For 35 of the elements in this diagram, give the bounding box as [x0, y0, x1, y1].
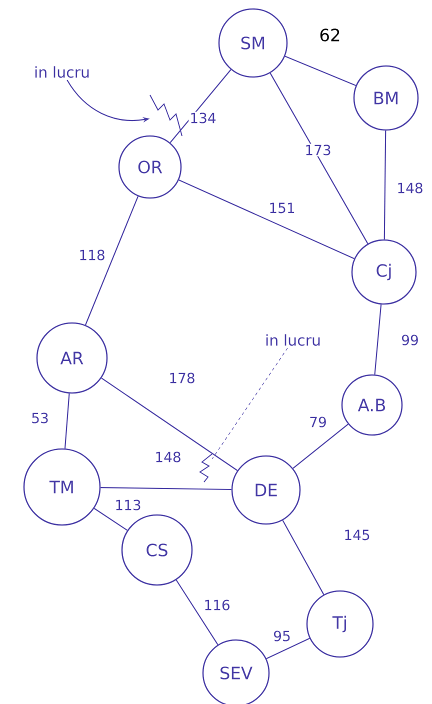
- annotation-text: in lucru: [266, 334, 320, 346]
- road-line: [64, 394, 70, 449]
- edge-label: 53: [30, 412, 50, 424]
- edge-label: 79: [308, 416, 328, 428]
- road-line: [94, 508, 128, 531]
- road-line: [282, 520, 324, 595]
- edge-label: 151: [268, 202, 296, 214]
- road-line: [101, 378, 238, 471]
- road-line: [176, 580, 218, 645]
- edge-label: 148: [154, 450, 182, 464]
- edge-label: 148: [396, 182, 424, 194]
- break-mark: [150, 94, 182, 136]
- edge-label: 99: [400, 334, 420, 346]
- edge-label: 134: [188, 112, 218, 124]
- edge-label: 178: [168, 372, 196, 384]
- road-line: [384, 130, 386, 240]
- road-line: [84, 196, 139, 326]
- road-line: [178, 179, 354, 260]
- edge-label: 173: [304, 144, 332, 156]
- road-line: [284, 56, 356, 86]
- road-line: [292, 424, 348, 469]
- edge-label: 118: [78, 248, 106, 262]
- edge-label: 145: [342, 528, 372, 542]
- edge-label: 116: [202, 598, 232, 612]
- road-line: [170, 69, 232, 144]
- break-mark: [199, 454, 212, 482]
- edge-label: 95: [272, 630, 292, 642]
- leader-line: [212, 348, 288, 460]
- edge-label: 113: [114, 498, 142, 512]
- road-line: [270, 72, 368, 244]
- road-line: [374, 304, 382, 375]
- annotation-text: in lucru: [35, 66, 89, 78]
- edge-label: 62: [318, 28, 342, 42]
- road-line: [100, 487, 232, 490]
- road-line: [266, 638, 310, 660]
